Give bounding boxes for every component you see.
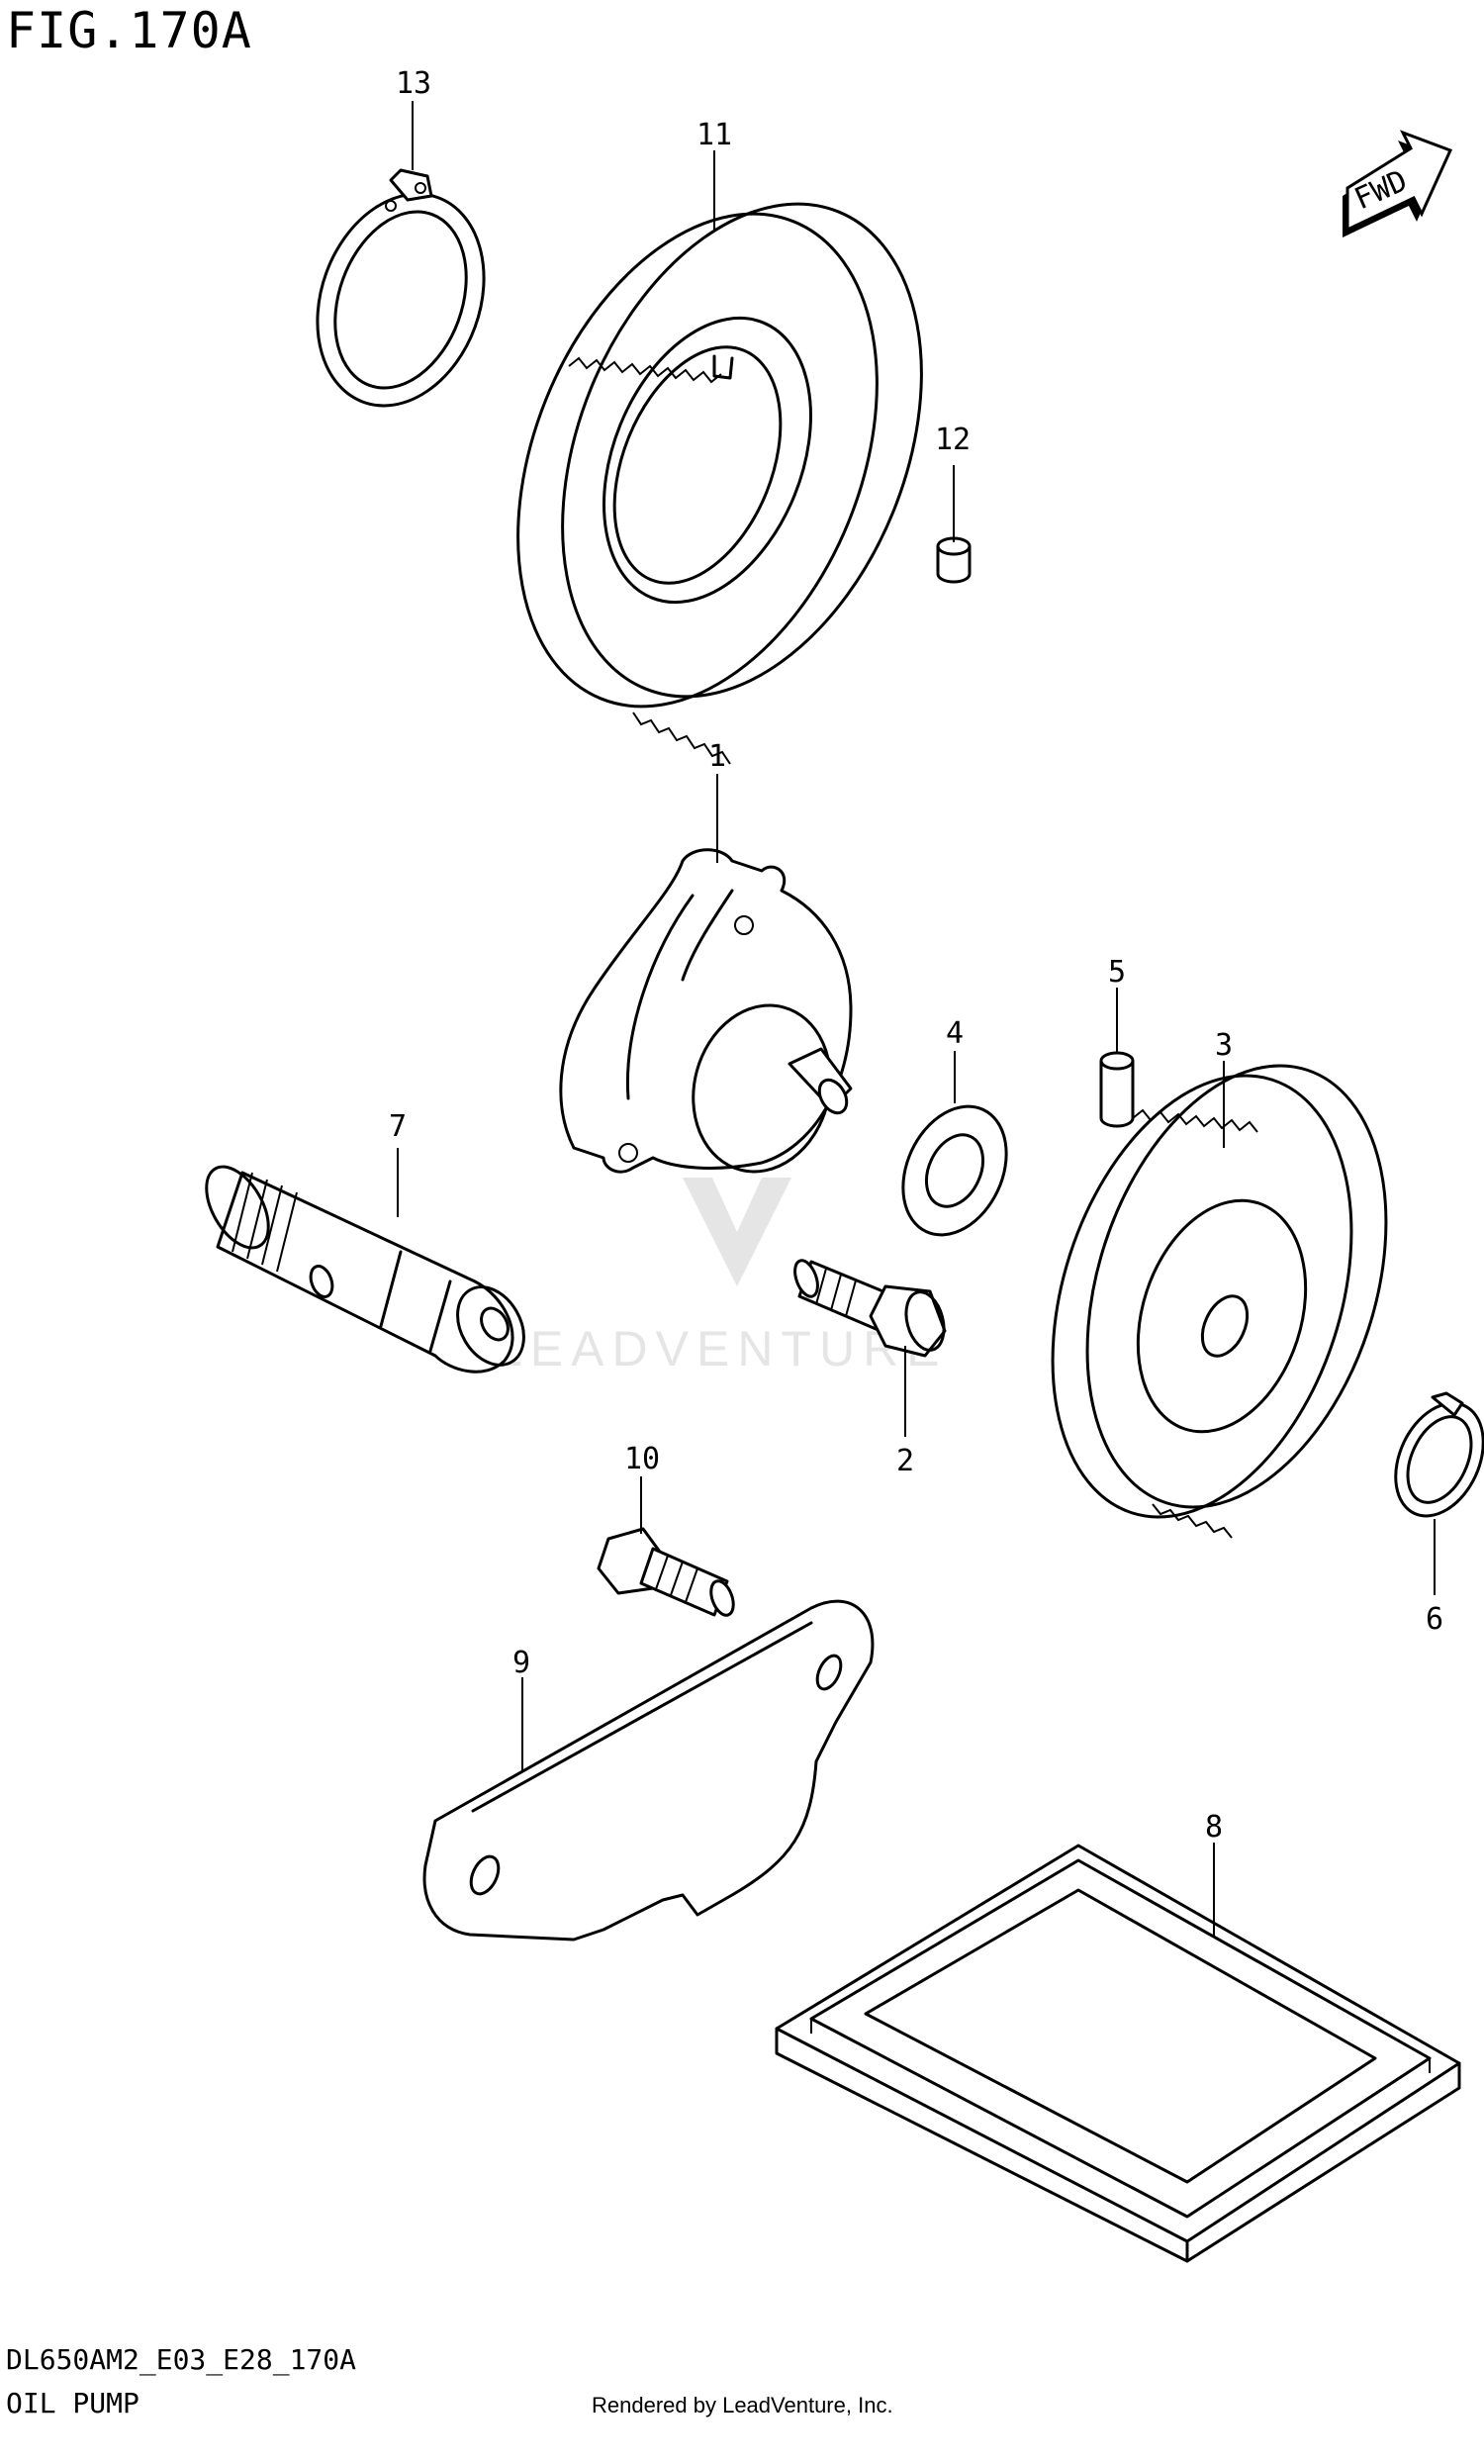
part-3-pump-gear bbox=[1051, 1064, 1388, 1539]
part-8-strainer bbox=[775, 1844, 1461, 2263]
callout-7: 7 bbox=[389, 1109, 407, 1144]
part-6-circlip bbox=[1394, 1391, 1484, 1518]
part-12-dowel-pin bbox=[936, 536, 972, 584]
render-credit: Rendered by LeadVenture, Inc. bbox=[592, 2393, 893, 2417]
watermark-text: LEADVENTURE bbox=[495, 1321, 948, 1376]
part-11-large-gear bbox=[516, 202, 923, 765]
part-2-bolt bbox=[793, 1259, 947, 1358]
callout-4: 4 bbox=[946, 1016, 964, 1051]
callout-8: 8 bbox=[1205, 1810, 1223, 1845]
diagram-caption: OIL PUMP bbox=[6, 2387, 139, 2419]
callout-12: 12 bbox=[935, 423, 971, 457]
part-7-shaft bbox=[205, 1165, 525, 1374]
callout-10: 10 bbox=[624, 1442, 660, 1476]
part-4-washer bbox=[901, 1104, 1008, 1237]
callout-2: 2 bbox=[896, 1444, 914, 1478]
part-10-bolt bbox=[597, 1527, 735, 1617]
part-5-pin bbox=[1099, 1051, 1135, 1128]
callout-3: 3 bbox=[1215, 1028, 1233, 1063]
callout-labels: 13 11 12 1 5 4 3 7 2 10 6 9 8 bbox=[389, 66, 1443, 1845]
fwd-arrow-icon: FWD bbox=[1343, 130, 1453, 237]
callout-9: 9 bbox=[512, 1646, 530, 1680]
part-13-circlip bbox=[316, 168, 486, 408]
part-1-oil-pump-body bbox=[559, 848, 853, 1174]
part-9-plate bbox=[422, 1599, 875, 1942]
figure-title: FIG.170A bbox=[6, 2, 252, 59]
callout-13: 13 bbox=[396, 66, 431, 101]
callout-1: 1 bbox=[708, 739, 726, 774]
diagram-code: DL650AM2_E03_E28_170A bbox=[6, 2343, 357, 2376]
callout-5: 5 bbox=[1108, 955, 1126, 990]
leader-lines bbox=[397, 101, 1436, 1938]
callout-11: 11 bbox=[696, 118, 732, 152]
callout-6: 6 bbox=[1426, 1602, 1443, 1637]
